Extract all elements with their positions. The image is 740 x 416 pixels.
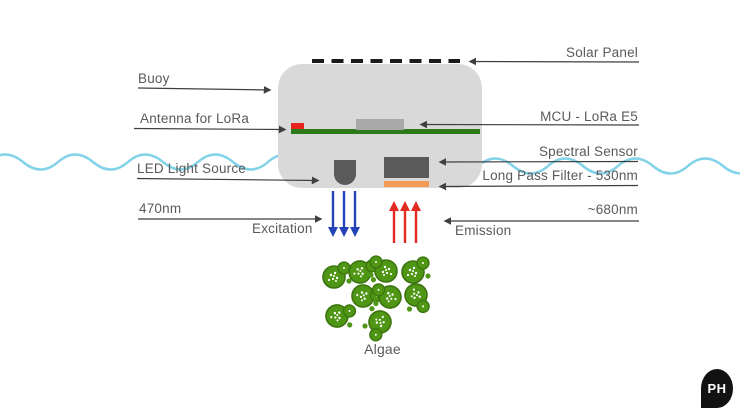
mcu-chip [356,119,404,130]
led-light-source-icon [334,160,356,185]
filter-callout-line [438,182,639,191]
water-wave-right-icon [476,157,740,175]
emission-wavelength-label: ~680nm [587,202,638,217]
solar-panel-label: Solar Panel [566,45,638,60]
antenna-pcb-bar [291,129,480,134]
mcu-callout-line [419,120,640,129]
antenna-chip [291,123,304,129]
emission-arrows-icon [388,200,422,243]
mcu-label: MCU - LoRa E5 [540,109,638,124]
excitation-arrows-icon [327,191,361,238]
emission-label: Emission [455,223,512,238]
led-callout-line [136,176,320,185]
long-pass-filter-strip [384,181,429,187]
buoy-label: Buoy [138,71,170,86]
ph-logo: PH [701,369,733,408]
excitation-label: Excitation [252,221,313,236]
excitation-wavelength-label: 470nm [139,201,182,216]
algae-label: Algae [364,341,401,357]
water-wave-left-icon [0,153,305,171]
solar-callout-line [468,57,640,66]
buoy-callout-line [137,86,272,94]
long-pass-filter-label: Long Pass Filter - 530nm [482,168,638,183]
led-light-source-label: LED Light Source [137,161,247,176]
spectral-sensor-chip [384,157,429,178]
spectral-callout-line [438,158,639,166]
antenna-callout-line [133,125,287,134]
spectral-sensor-label: Spectral Sensor [538,144,638,159]
ph-logo-text: PH [707,381,727,396]
solar-panel-icon [312,59,460,63]
antenna-label: Antenna for LoRa [140,111,250,126]
